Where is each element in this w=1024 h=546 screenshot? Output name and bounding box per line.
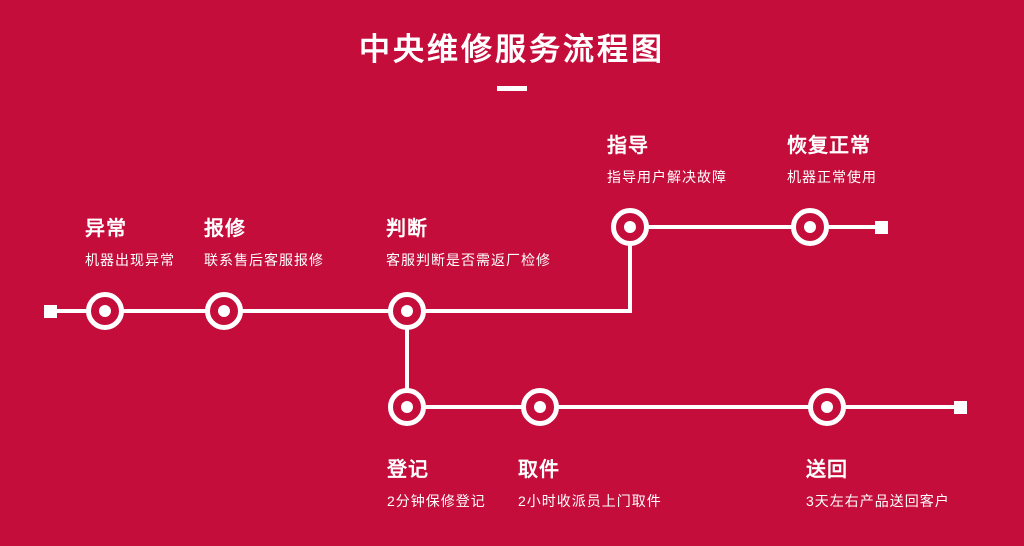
step-title-exception: 异常 — [85, 218, 127, 240]
node-marker-judge — [388, 292, 426, 330]
step-desc-judge: 客服判断是否需返厂检修 — [386, 252, 551, 268]
endpoint-square-top-end — [875, 221, 888, 234]
connector-drop-vertical — [405, 311, 409, 409]
step-desc-pickup: 2小时收派员上门取件 — [518, 493, 662, 509]
title-divider — [497, 86, 527, 91]
step-desc-exception: 机器出现异常 — [85, 252, 175, 268]
step-label-judge: 判断 客服判断是否需返厂检修 — [386, 212, 551, 270]
connector-riser-vertical — [628, 225, 632, 313]
step-desc-report: 联系售后客服报修 — [204, 252, 324, 268]
node-marker-pickup — [521, 388, 559, 426]
step-title-recover: 恢复正常 — [787, 135, 871, 157]
step-title-guide: 指导 — [607, 135, 649, 157]
step-label-exception: 异常 机器出现异常 — [85, 212, 175, 270]
node-marker-return — [808, 388, 846, 426]
node-marker-register — [388, 388, 426, 426]
step-label-recover: 恢复正常 机器正常使用 — [787, 129, 877, 187]
node-marker-guide — [611, 208, 649, 246]
connector-main-horizontal — [48, 309, 630, 313]
step-title-judge: 判断 — [386, 218, 428, 240]
step-title-return: 送回 — [806, 459, 848, 481]
step-title-pickup: 取件 — [518, 459, 560, 481]
endpoint-square-bottom-end — [954, 401, 967, 414]
step-label-report: 报修 联系售后客服报修 — [204, 212, 324, 270]
connector-bottom-horizontal — [407, 405, 960, 409]
step-label-return: 送回 3天左右产品送回客户 — [806, 453, 950, 511]
step-desc-return: 3天左右产品送回客户 — [806, 493, 950, 509]
endpoint-square-start — [44, 305, 57, 318]
step-title-register: 登记 — [387, 459, 429, 481]
connector-top-horizontal — [630, 225, 881, 229]
step-desc-recover: 机器正常使用 — [787, 169, 877, 185]
step-title-report: 报修 — [204, 218, 246, 240]
step-label-guide: 指导 指导用户解决故障 — [607, 129, 727, 187]
step-desc-register: 2分钟保修登记 — [387, 493, 486, 509]
step-desc-guide: 指导用户解决故障 — [607, 169, 727, 185]
node-marker-exception — [86, 292, 124, 330]
step-label-register: 登记 2分钟保修登记 — [387, 453, 486, 511]
node-marker-recover — [791, 208, 829, 246]
node-marker-report — [205, 292, 243, 330]
page-title: 中央维修服务流程图 — [359, 32, 665, 67]
step-label-pickup: 取件 2小时收派员上门取件 — [518, 453, 662, 511]
